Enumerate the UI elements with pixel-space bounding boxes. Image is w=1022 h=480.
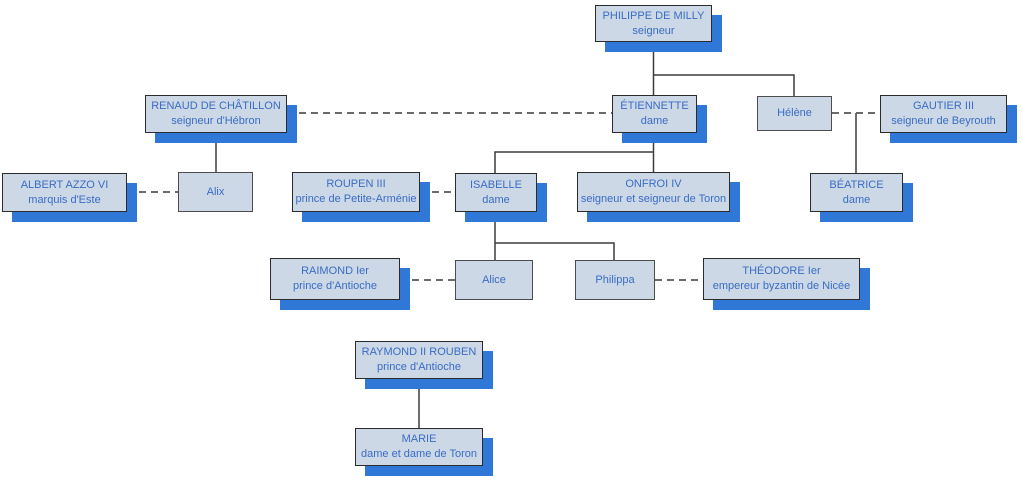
node-name: Hélène	[777, 107, 812, 120]
node-name: THÉODORE Ier	[742, 265, 821, 278]
node-name: MARIE	[401, 433, 437, 446]
node-beatrice[interactable]: BÉATRICE dame	[810, 173, 903, 212]
node-helene[interactable]: Hélène	[757, 96, 832, 131]
node-title: dame	[482, 193, 510, 206]
node-philippe-de-milly[interactable]: PHILIPPE DE MILLY seigneur	[595, 5, 712, 42]
node-title: dame	[640, 115, 669, 127]
node-onfroi-iv[interactable]: ONFROI IV seigneur et seigneur de Toron	[577, 172, 730, 212]
node-albert-azzo-vi[interactable]: ALBERT AZZO VI marquis d'Este	[2, 173, 127, 212]
node-name: ISABELLE	[470, 178, 522, 191]
node-philippa[interactable]: Philippa	[575, 260, 655, 300]
node-name: GAUTIER III	[912, 100, 975, 113]
node-name: RENAUD DE CHÂTILLON	[151, 100, 281, 113]
node-title: seigneur	[632, 24, 675, 37]
node-roupen-iii[interactable]: ROUPEN III prince de Petite-Arménie	[292, 172, 420, 212]
node-name: ÉTIENNETTE	[620, 100, 689, 113]
node-alice[interactable]: Alice	[455, 260, 533, 300]
node-title: seigneur et seigneur de Toron	[580, 193, 727, 205]
node-title: prince de Petite-Arménie	[295, 193, 417, 205]
node-title: marquis d'Este	[28, 193, 101, 206]
node-name: ONFROI IV	[625, 178, 682, 191]
node-name: PHILIPPE DE MILLY	[602, 9, 705, 22]
node-name: BÉATRICE	[829, 178, 884, 191]
connector-etiennette-isabelle	[494, 151, 654, 173]
node-gautier-iii[interactable]: GAUTIER III seigneur de Beyrouth	[880, 95, 1007, 133]
node-name: Alix	[206, 185, 225, 198]
node-raymond-ii-rouben[interactable]: RAYMOND II ROUBEN prince d'Antioche	[355, 341, 483, 379]
node-name: RAYMOND II ROUBEN	[361, 346, 477, 359]
node-name: ALBERT AZZO VI	[20, 178, 109, 191]
node-title: seigneur d'Hébron	[171, 115, 261, 127]
node-title: dame	[842, 193, 871, 206]
node-name: Alice	[482, 273, 506, 286]
node-theodore-ier[interactable]: THÉODORE Ier empereur byzantin de Nicée	[703, 258, 860, 300]
node-name: Philippa	[595, 273, 635, 286]
node-marie[interactable]: MARIE dame et dame de Toron	[355, 428, 483, 466]
node-name: ROUPEN III	[326, 178, 386, 191]
node-etiennette[interactable]: ÉTIENNETTE dame	[612, 95, 697, 133]
node-alix[interactable]: Alix	[178, 172, 253, 212]
node-isabelle[interactable]: ISABELLE dame	[455, 173, 537, 212]
node-title: dame et dame de Toron	[361, 448, 477, 460]
connector-isabelle-philippa	[495, 242, 615, 260]
node-raimond-ier[interactable]: RAIMOND Ier prince d'Antioche	[270, 258, 400, 300]
node-renaud-de-chatillon[interactable]: RENAUD DE CHÂTILLON seigneur d'Hébron	[145, 95, 287, 133]
node-title: prince d'Antioche	[292, 280, 378, 292]
node-title: empereur byzantin de Nicée	[712, 280, 851, 292]
connector-philippe-helene	[653, 74, 795, 96]
node-title: prince d'Antioche	[376, 361, 462, 373]
node-title: seigneur de Beyrouth	[891, 115, 996, 127]
node-name: RAIMOND Ier	[301, 265, 369, 278]
